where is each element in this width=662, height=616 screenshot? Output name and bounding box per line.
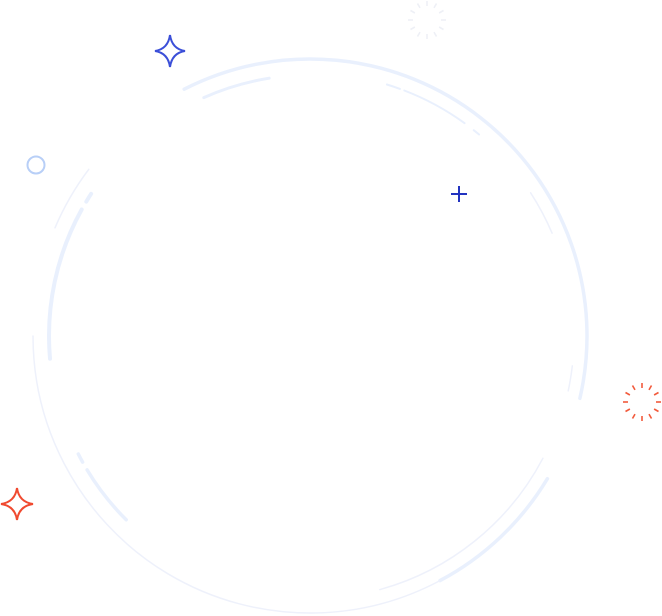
orbit-arc — [47, 207, 84, 361]
burst-ray — [653, 408, 659, 413]
blue-sparkle-star-icon — [154, 34, 186, 68]
orbit-rings — [32, 57, 589, 614]
orbit-arc — [182, 57, 589, 401]
burst-ray — [410, 9, 416, 14]
burst-ray — [416, 31, 421, 37]
ring-circle-icon — [26, 155, 46, 175]
orbit-arc — [403, 89, 466, 125]
burst-ray — [631, 385, 636, 391]
orbit-arc — [438, 476, 550, 583]
burst-ray — [433, 31, 438, 37]
orbit-arc — [567, 365, 574, 392]
orbit-arc — [76, 452, 85, 464]
burst-ray — [625, 408, 631, 413]
orbit-arc — [385, 83, 401, 90]
burst-ray — [631, 413, 636, 419]
red-sparkle-star-icon — [0, 487, 34, 521]
orbit-arc — [85, 468, 128, 522]
burst-ray — [625, 391, 631, 396]
burst-ray — [410, 26, 416, 31]
burst-ray — [438, 26, 444, 31]
burst-ray — [438, 9, 444, 14]
orbit-arc — [472, 129, 481, 136]
orbit-arc — [54, 168, 90, 229]
orbit-arc — [32, 335, 441, 614]
orbit-arc — [202, 76, 271, 100]
burst-ray — [648, 385, 653, 391]
burst-ray — [433, 3, 438, 9]
orbit-arc — [529, 192, 553, 234]
burst-ray — [648, 413, 653, 419]
red-burst-icon — [623, 383, 661, 421]
plus-icon — [451, 186, 467, 202]
burst-ray — [416, 3, 421, 9]
orbit-arc — [84, 191, 94, 204]
gray-burst-icon — [408, 1, 446, 39]
orbit-arc — [379, 457, 544, 591]
burst-ray — [653, 391, 659, 396]
